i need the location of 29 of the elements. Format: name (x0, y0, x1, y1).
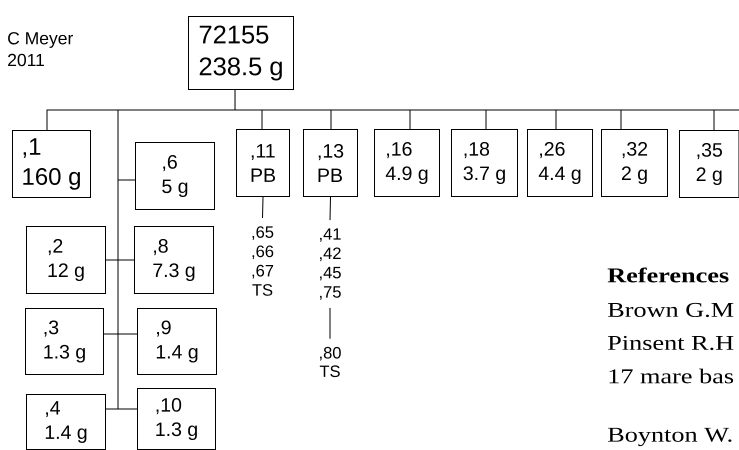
references-heading: References (608, 268, 729, 282)
reference-line: Pinsent R.H (608, 336, 734, 350)
reference-line: Boynton W. (608, 428, 732, 446)
sample-box: ,10 1.3 g (137, 388, 216, 450)
year-text: 2011 (8, 54, 44, 66)
sample-box: ,6 5 g (135, 142, 215, 210)
sample-box: ,35 2 g (679, 130, 739, 198)
sample-box: ,18 3.7 g (451, 129, 518, 197)
author-name: C Meyer (8, 32, 73, 48)
split-list: ,80 TS (320, 346, 341, 378)
connector-line (234, 90, 739, 110)
connector-line (330, 196, 331, 221)
sample-box: ,2 12 g (26, 226, 106, 294)
split-list: ,65 ,66 ,67 TS (252, 226, 274, 296)
sample-box: ,1 160 g (12, 130, 91, 198)
reference-line: Brown G.M (608, 302, 734, 318)
connector-line (262, 196, 264, 219)
sample-box: ,11 PB (236, 129, 290, 197)
reference-line: 17 mare bas (610, 368, 734, 384)
sample-box: ,26 4.4 g (527, 129, 593, 197)
sample-box: ,32 2 g (601, 129, 668, 197)
split-list: ,41 ,42 ,45 ,75 (320, 228, 341, 300)
sample-box: 72155 238.5 g (188, 16, 294, 90)
sample-box: ,4 1.4 g (26, 394, 106, 450)
sample-box: ,9 1.4 g (137, 308, 217, 375)
sample-box: ,16 4.9 g (374, 129, 440, 197)
sample-box: ,8 7.3 g (134, 226, 214, 294)
sample-box: ,3 1.3 g (25, 308, 104, 375)
sample-box: ,13 PB (303, 129, 358, 197)
